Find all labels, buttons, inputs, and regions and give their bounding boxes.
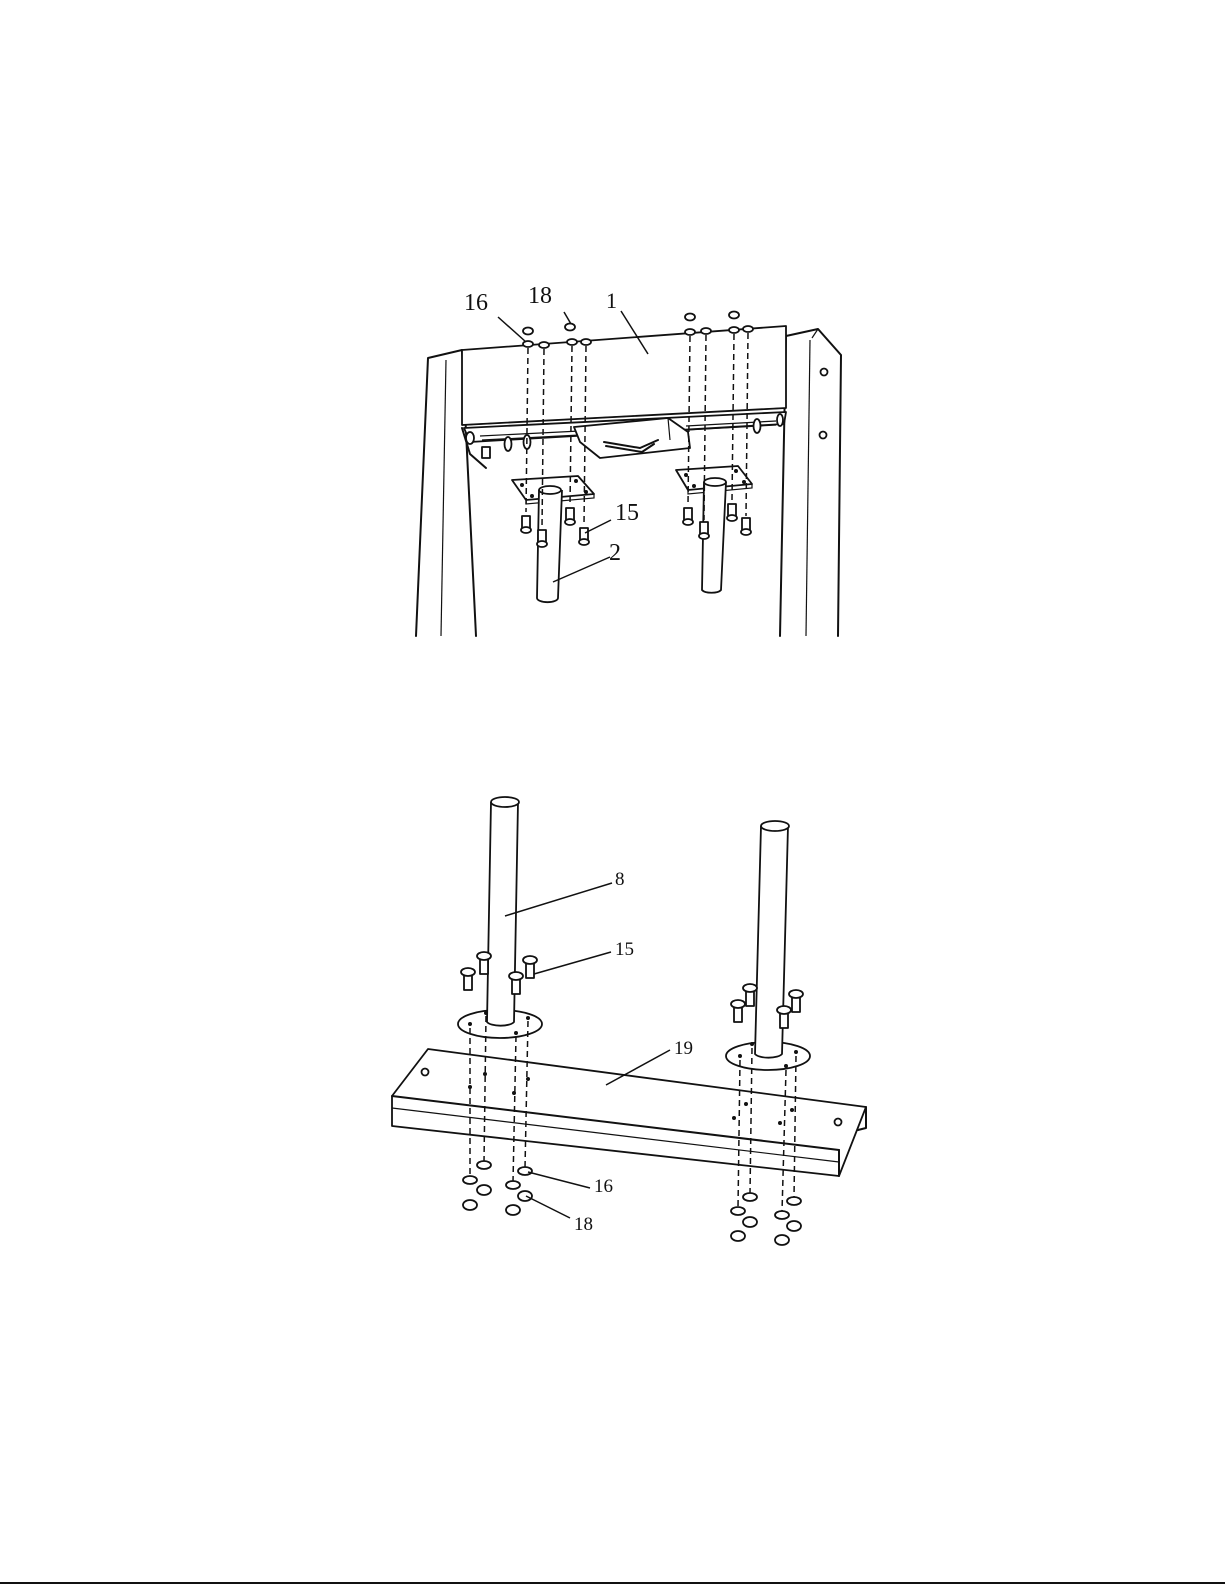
- bottom-figure-base-assembly: 8 15 19 16 18: [392, 797, 866, 1245]
- label-part-19-bottom: 19: [674, 1038, 693, 1059]
- label-part-8-bottom: 8: [615, 869, 625, 890]
- label-part-15-top: 15: [615, 500, 639, 526]
- label-part-18-bottom: 18: [574, 1214, 593, 1235]
- label-part-18-top: 18: [528, 283, 552, 309]
- cross-beam-part-1: [462, 326, 786, 468]
- top-figure-frame-assembly: 16 18 1 15 2: [416, 283, 841, 636]
- label-part-16-top: 16: [464, 290, 488, 316]
- label-part-2-top: 2: [609, 540, 621, 566]
- label-part-15-bottom: 15: [615, 939, 634, 960]
- right-upright-post: [780, 329, 841, 636]
- label-part-1-top: 1: [606, 288, 617, 313]
- label-part-16-bottom: 16: [594, 1176, 613, 1197]
